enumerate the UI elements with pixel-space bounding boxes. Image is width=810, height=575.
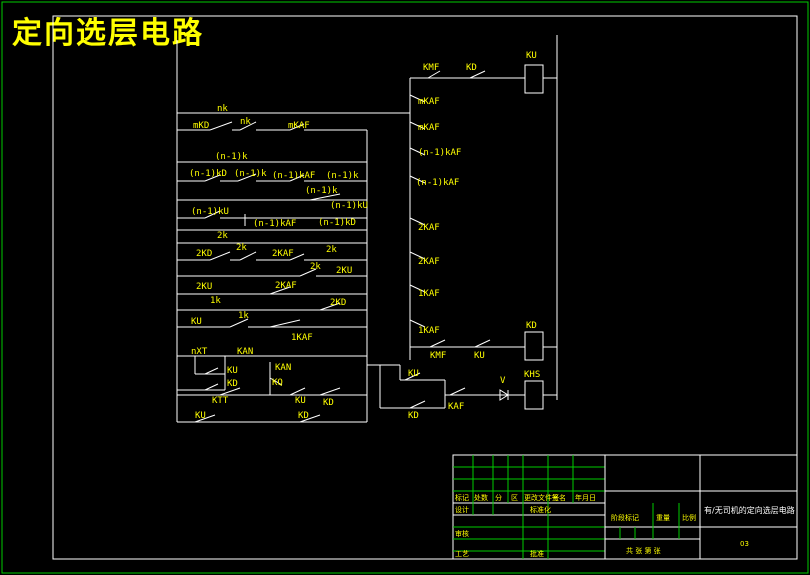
drawing-title: 定向选层电路 [12,16,204,51]
tb-code: 03 [740,540,749,548]
label: 2KD [196,249,212,259]
label: mKAF [288,121,310,131]
tb-drawing-title: 有/无司机的定向选层电路 [704,505,795,515]
label: KMF [423,63,439,73]
tb-zone: 区 [511,494,518,502]
label: 2KAF [418,257,440,267]
label: KD [408,411,419,421]
tb-weight: 重量 [656,514,670,522]
tb-sign: 签名 [552,493,566,502]
label: KU [195,411,206,421]
label: KAN [237,347,253,357]
title-block: 标记 处数 分 区 更改文件号 签名 年月日 设计 标准化 阶段标记 重量 比例… [452,454,798,560]
label: nk [240,117,251,127]
label: (n-1)kU [330,201,368,211]
left-circuit [176,40,410,423]
label: 2KAF [272,249,294,259]
label: mKD [193,121,209,131]
label: KQ [272,378,283,388]
label: KD [227,379,238,389]
label: 1KAF [418,289,440,299]
label: KD [298,411,309,421]
left-labels: nk mKD nk mKAF (n-1)k (n-1)kD (n-1)k (n-… [189,104,368,421]
relay-coil-ku [524,64,544,94]
label: nk [217,104,228,114]
label: 1KAF [291,333,313,343]
label: KU [408,369,419,379]
label: (n-1)kAF [416,178,459,188]
tb-review: 审核 [455,529,469,538]
inner-frame [52,15,798,560]
tb-section: 分 [495,493,502,502]
right-circuit [367,35,558,410]
label: (n-1)kAF [272,171,315,181]
tb-date: 年月日 [575,493,596,502]
label: 2k [236,243,247,253]
label: KD [526,321,537,331]
label: 2k [310,262,321,272]
tb-count: 处数 [474,493,488,502]
label: nXT [191,347,208,357]
label: 2KAF [418,223,440,233]
label: (n-1)k [305,186,338,196]
label: KU [191,317,202,327]
right-labels: KMF KD KU mKAF mKAF (n-1)kAF (n-1)kAF 2K… [408,51,540,421]
tb-standard: 标准化 [530,505,551,514]
tb-scale: 比例 [682,513,696,522]
label: (n-1)kAF [253,219,296,229]
label: KAF [448,402,464,412]
label: 1KAF [418,326,440,336]
label: KU [526,51,537,61]
relay-coil-khs [524,380,544,410]
label: 1k [210,296,221,306]
label: (n-1)k [215,152,248,162]
label: 2KU [196,282,212,292]
label: KD [466,63,477,73]
label: (n-1)k [326,171,359,181]
tb-design: 设计 [455,505,469,514]
relay-coil-kd [524,331,544,361]
label: 2KU [336,266,352,276]
label: KD [323,398,334,408]
label: (n-1)kD [318,218,356,228]
label: 2KAF [275,281,297,291]
label: 1k [238,311,249,321]
label: KTT [212,396,229,406]
tb-process: 工艺 [455,550,469,558]
tb-stage: 阶段标记 [611,513,639,522]
tb-mark: 标记 [455,493,469,502]
label: 2k [217,231,228,241]
label: KAN [275,363,291,373]
label: V [500,376,506,386]
label: KU [474,351,485,361]
tb-approve: 批准 [530,549,544,558]
label: 2k [326,245,337,255]
label: (n-1)kAF [418,148,461,158]
label: KHS [524,370,540,380]
label: mKAF [418,97,440,107]
label: (n-1)kU [191,207,229,217]
tb-change-doc: 更改文件号 [524,493,559,502]
label: (n-1)kD [189,169,227,179]
tb-sheets: 共 张 第 张 [626,546,661,555]
label: KMF [430,351,446,361]
label: 2KD [330,298,346,308]
label: mKAF [418,123,440,133]
label: KU [227,366,238,376]
label: (n-1)k [234,169,267,179]
label: KU [295,396,306,406]
